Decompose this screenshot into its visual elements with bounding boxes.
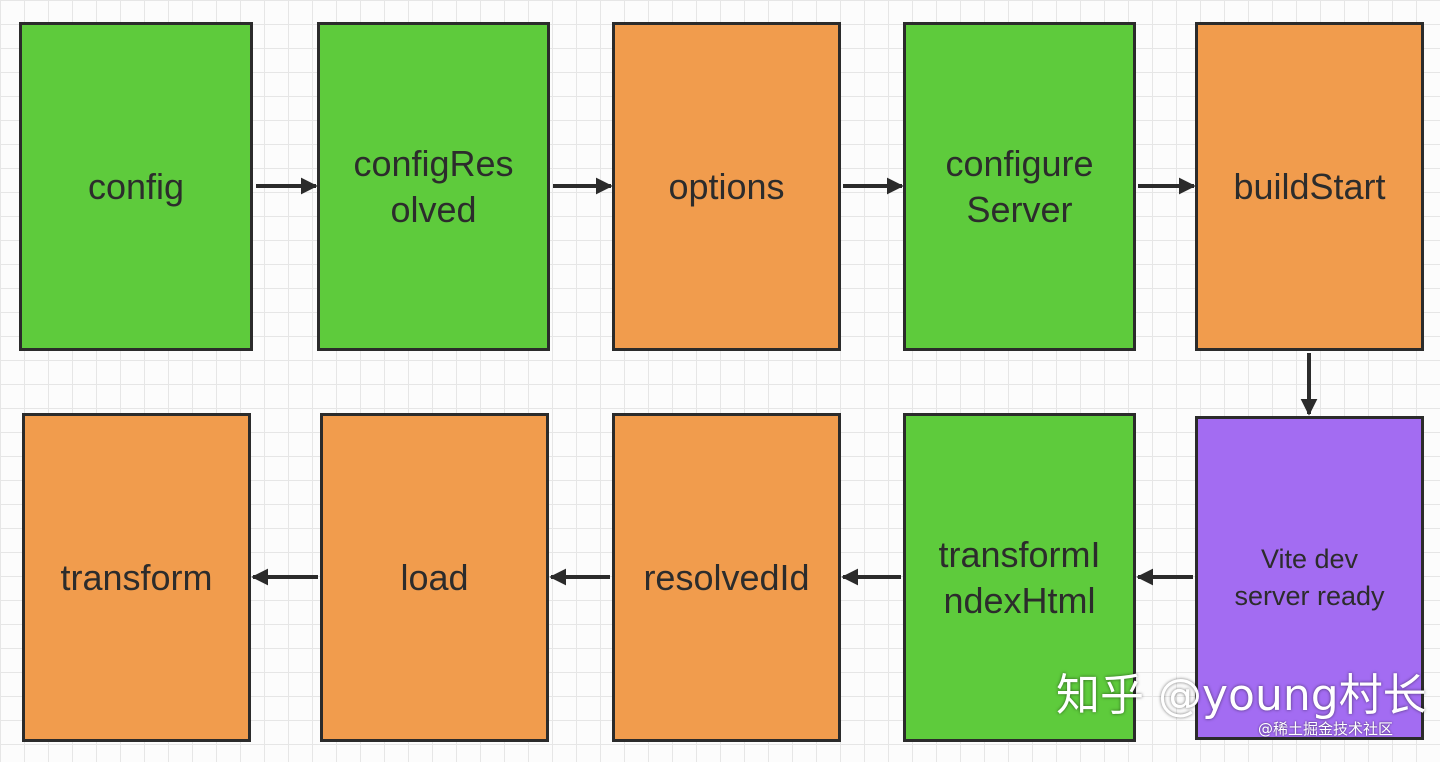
sub-watermark: @稀土掘金技术社区 (1258, 720, 1394, 738)
node-load: load (320, 413, 549, 742)
node-label: buildStart (1233, 165, 1386, 207)
node-label: configRes olved (353, 142, 514, 230)
node-config: config (19, 22, 253, 351)
node-options: options (612, 22, 841, 351)
node-configure-server: configure Server (903, 22, 1136, 351)
node-label: load (400, 556, 469, 598)
watermark: 知乎 @young村长 (1056, 670, 1427, 721)
node-label: options (668, 165, 785, 207)
node-label: resolvedId (643, 556, 810, 598)
node-label: transformI ndexHtml (938, 533, 1101, 621)
node-label: transform (60, 556, 213, 598)
node-build-start: buildStart (1195, 22, 1424, 351)
node-config-resolved: configRes olved (317, 22, 550, 351)
node-label: config (87, 165, 185, 207)
node-transform-index-html: transformI ndexHtml (903, 413, 1136, 742)
node-transform: transform (22, 413, 251, 742)
node-vite-dev-server-ready: Vite dev server ready (1195, 416, 1424, 740)
node-resolved-id: resolvedId (612, 413, 841, 742)
node-label: Vite dev server ready (1234, 544, 1385, 611)
node-label: configure Server (945, 142, 1094, 230)
